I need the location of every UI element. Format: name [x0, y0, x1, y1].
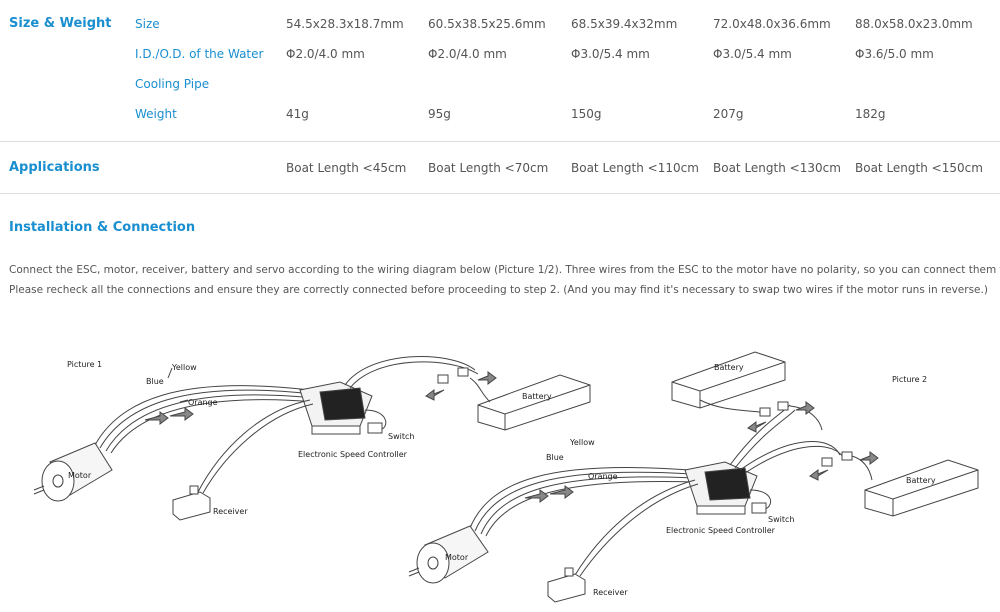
label-receiver-2: Receiver — [593, 588, 628, 597]
app-value-4: Boat Length <130cm — [713, 161, 841, 175]
receiver-wire — [197, 399, 311, 493]
app-value-5: Boat Length <150cm — [855, 161, 983, 175]
divider — [0, 193, 1000, 194]
app-value-2: Boat Length <70cm — [428, 161, 549, 175]
water-value-1: Φ2.0/4.0 mm — [286, 47, 365, 61]
label-yellow-2: Yellow — [569, 438, 595, 447]
size-value-1: 54.5x28.3x18.7mm — [286, 17, 404, 31]
water-value-3: Φ3.0/5.4 mm — [571, 47, 650, 61]
label-blue-1: Blue — [146, 377, 164, 386]
divider — [0, 141, 1000, 142]
label-orange-2: Orange — [588, 472, 618, 481]
label-receiver-1: Receiver — [213, 507, 248, 516]
label-motor-1: Motor — [68, 471, 92, 480]
battery-2-right — [864, 459, 979, 517]
row-label-weight: Weight — [135, 107, 177, 121]
app-value-1: Boat Length <45cm — [286, 161, 407, 175]
switch-1 — [367, 422, 383, 434]
picture-1-title: Picture 1 — [67, 360, 102, 369]
weight-value-4: 207g — [713, 107, 744, 121]
motor-1 — [33, 442, 113, 502]
label-yellow-1: Yellow — [171, 363, 197, 372]
water-value-4: Φ3.0/5.4 mm — [713, 47, 792, 61]
label-motor-2: Motor — [445, 553, 469, 562]
label-battery-2-right: Battery — [906, 476, 936, 485]
label-orange-1: Orange — [188, 398, 218, 407]
applications-heading: Applications — [9, 160, 100, 175]
label-blue-2: Blue — [546, 453, 564, 462]
label-esc-2: Electronic Speed Controller — [666, 526, 776, 535]
app-value-3: Boat Length <110cm — [571, 161, 699, 175]
label-switch-2: Switch — [768, 515, 794, 524]
weight-value-5: 182g — [855, 107, 886, 121]
row-label-water: I.D./O.D. of the Water — [135, 47, 264, 61]
label-switch-1: Switch — [388, 432, 414, 441]
wiring-diagram: Picture 1 Yellow Blue Orange Motor Elect… — [33, 351, 979, 603]
weight-value-1: 41g — [286, 107, 309, 121]
weight-value-3: 150g — [571, 107, 602, 121]
installation-text-line1: Connect the ESC, motor, receiver, batter… — [9, 264, 1000, 276]
water-value-2: Φ2.0/4.0 mm — [428, 47, 507, 61]
battery-1 — [477, 374, 591, 431]
receiver-2 — [547, 567, 586, 603]
water-value-5: Φ3.6/5.0 mm — [855, 47, 934, 61]
installation-heading: Installation & Connection — [9, 220, 196, 235]
label-battery-1: Battery — [522, 392, 552, 401]
size-value-5: 88.0x58.0x23.0mm — [855, 17, 973, 31]
battery-2-top — [671, 351, 786, 409]
size-weight-heading: Size & Weight — [9, 16, 112, 31]
size-value-3: 68.5x39.4x32mm — [571, 17, 678, 31]
label-battery-2-top: Battery — [714, 363, 744, 372]
size-value-2: 60.5x38.5x25.6mm — [428, 17, 546, 31]
switch-2 — [751, 502, 767, 514]
row-label-cooling-pipe: Cooling Pipe — [135, 77, 210, 91]
motor-2 — [408, 525, 489, 584]
installation-text-line2: Please recheck all the connections and e… — [9, 284, 988, 296]
motor-wire — [94, 385, 311, 446]
receiver-1 — [172, 485, 211, 521]
row-label-size: Size — [135, 17, 160, 31]
size-value-4: 72.0x48.0x36.6mm — [713, 17, 831, 31]
esc-1 — [299, 381, 373, 435]
label-esc-1: Electronic Speed Controller — [298, 450, 408, 459]
esc-2 — [684, 461, 758, 515]
picture-2-title: Picture 2 — [892, 375, 927, 384]
weight-value-2: 95g — [428, 107, 451, 121]
